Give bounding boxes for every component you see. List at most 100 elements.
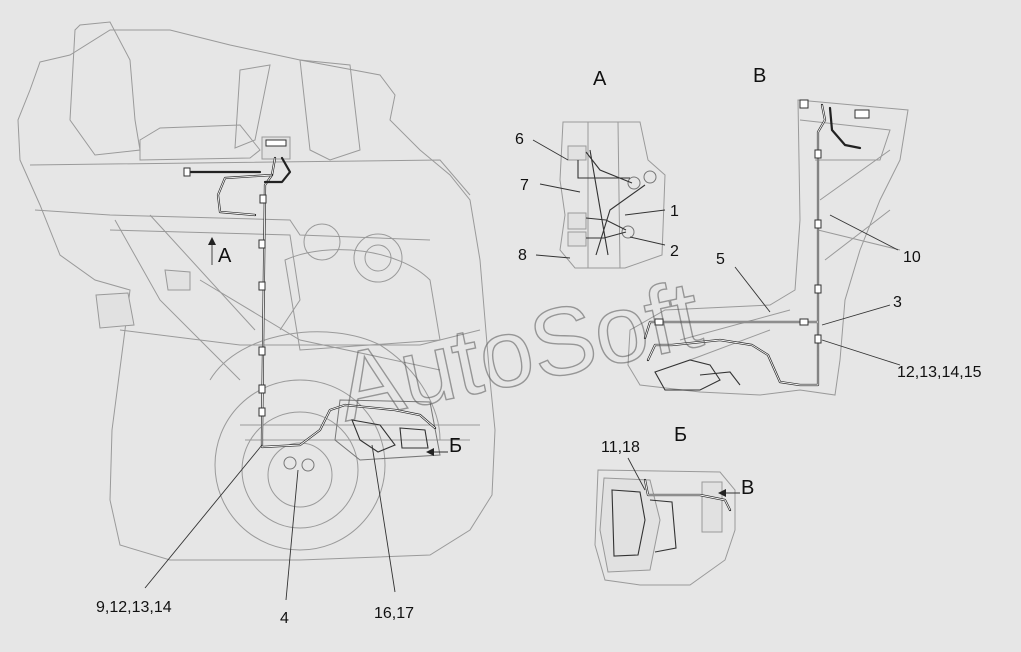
view-title-a: А xyxy=(593,68,607,90)
harness-clip xyxy=(814,219,822,229)
gearbox-detail xyxy=(611,489,677,557)
view-b-machinery xyxy=(654,359,741,391)
pulley-large-inner xyxy=(364,244,392,272)
leader-8 xyxy=(535,254,571,259)
leader-11-18 xyxy=(627,457,646,491)
view-b-outline xyxy=(627,99,909,396)
cab-outline xyxy=(17,29,496,561)
callout-4: 4 xyxy=(280,610,289,627)
leader-12-13-14-15 xyxy=(821,339,901,366)
harness-clip xyxy=(654,318,664,326)
leader-3 xyxy=(821,304,891,326)
pulley-large xyxy=(353,233,403,283)
hub-bolt xyxy=(283,456,297,470)
cab-rear-panel xyxy=(299,59,361,161)
leader-1 xyxy=(624,209,666,216)
view-a-frame-line xyxy=(587,121,621,269)
view-a-arrowhead xyxy=(208,237,216,245)
watermark: AutoSoft xyxy=(327,261,709,442)
view-b-diagonal-2 xyxy=(679,309,791,361)
frame-rail-top xyxy=(34,209,431,241)
frame-diagonal-1 xyxy=(114,219,241,381)
harness-clip xyxy=(814,284,822,294)
fender-arc xyxy=(209,331,441,441)
leader-6 xyxy=(532,139,569,161)
gearbox-body xyxy=(334,399,441,461)
view-be-outline xyxy=(594,469,736,586)
leader-4 xyxy=(285,469,299,601)
view-a-wires xyxy=(577,149,646,256)
seat-back xyxy=(69,21,141,156)
component-lower-1 xyxy=(567,212,587,230)
view-b-diagonal-1 xyxy=(817,149,901,261)
wheel-mid xyxy=(241,411,359,529)
connector-round xyxy=(627,176,641,190)
harness-clip xyxy=(259,194,267,204)
connector-round xyxy=(643,170,657,184)
view-b-arrowhead xyxy=(718,489,726,497)
gearbox-plate xyxy=(599,477,661,573)
leader-10 xyxy=(829,214,899,251)
harness-clip xyxy=(258,384,266,394)
pulley-small xyxy=(303,223,341,261)
view-b-detail: В 5 10 3 12,13,14,15 xyxy=(627,65,982,396)
leader-16-17 xyxy=(371,444,396,593)
leader-7 xyxy=(539,183,581,193)
callout-6: 6 xyxy=(515,131,524,148)
callout-8: 8 xyxy=(518,247,527,264)
hub-bolt xyxy=(301,458,315,472)
main-view: А Б 9,12,13,14 4 16,17 xyxy=(17,21,496,627)
frame-bottom xyxy=(119,329,481,346)
view-a-detail: А 6 7 8 1 2 xyxy=(515,68,679,269)
frame-diagonal-2 xyxy=(149,214,256,331)
connector-round xyxy=(621,225,635,239)
harness-clip xyxy=(183,167,191,177)
component-lower-2 xyxy=(567,231,587,247)
harness-clip xyxy=(258,346,266,356)
axle-line xyxy=(240,424,480,441)
callout-2: 2 xyxy=(670,243,679,260)
frame-rail-mid xyxy=(109,229,301,331)
callout-3: 3 xyxy=(893,294,902,311)
harness-clip xyxy=(814,149,822,159)
callout-5: 5 xyxy=(716,251,725,268)
view-marker-be: Б xyxy=(449,435,462,457)
harness-clip xyxy=(814,334,822,344)
callout-16-17: 16,17 xyxy=(374,605,414,622)
relay-box-top xyxy=(265,139,287,147)
leader-5 xyxy=(734,266,771,313)
callout-10: 10 xyxy=(903,249,921,266)
leader-9-12-13-14 xyxy=(144,444,263,589)
component-upper xyxy=(567,145,587,161)
harness-clip xyxy=(799,318,809,326)
callout-7: 7 xyxy=(520,177,529,194)
step-bracket xyxy=(95,292,135,329)
cab-floor xyxy=(29,159,471,196)
harness-clip xyxy=(258,239,266,249)
callout-9-12-13-14: 9,12,13,14 xyxy=(96,599,172,616)
view-marker-b: В xyxy=(741,477,754,499)
view-title-be: Б xyxy=(674,424,687,446)
wheel-hub xyxy=(267,442,333,508)
harness-clip xyxy=(258,281,266,291)
view-b-frame-1 xyxy=(799,119,891,161)
callout-1: 1 xyxy=(670,203,679,220)
view-be-arrowhead xyxy=(426,448,434,456)
bracket-right xyxy=(701,481,723,533)
connector-top xyxy=(799,99,809,109)
view-marker-a: А xyxy=(218,245,232,267)
callout-12-13-14-15: 12,13,14,15 xyxy=(897,364,982,381)
gearbox-details xyxy=(351,419,429,453)
side-bracket xyxy=(164,269,191,291)
steering-column xyxy=(234,64,271,149)
leader-2 xyxy=(629,236,666,246)
frame-diagonal-3 xyxy=(199,279,441,371)
wheel-outer xyxy=(214,379,386,551)
harness-clip xyxy=(258,407,266,417)
seat-cushion xyxy=(139,124,261,161)
connector-top xyxy=(854,109,870,119)
view-a-outline xyxy=(559,121,666,269)
view-be-detail: Б 11,18 В xyxy=(594,424,754,586)
